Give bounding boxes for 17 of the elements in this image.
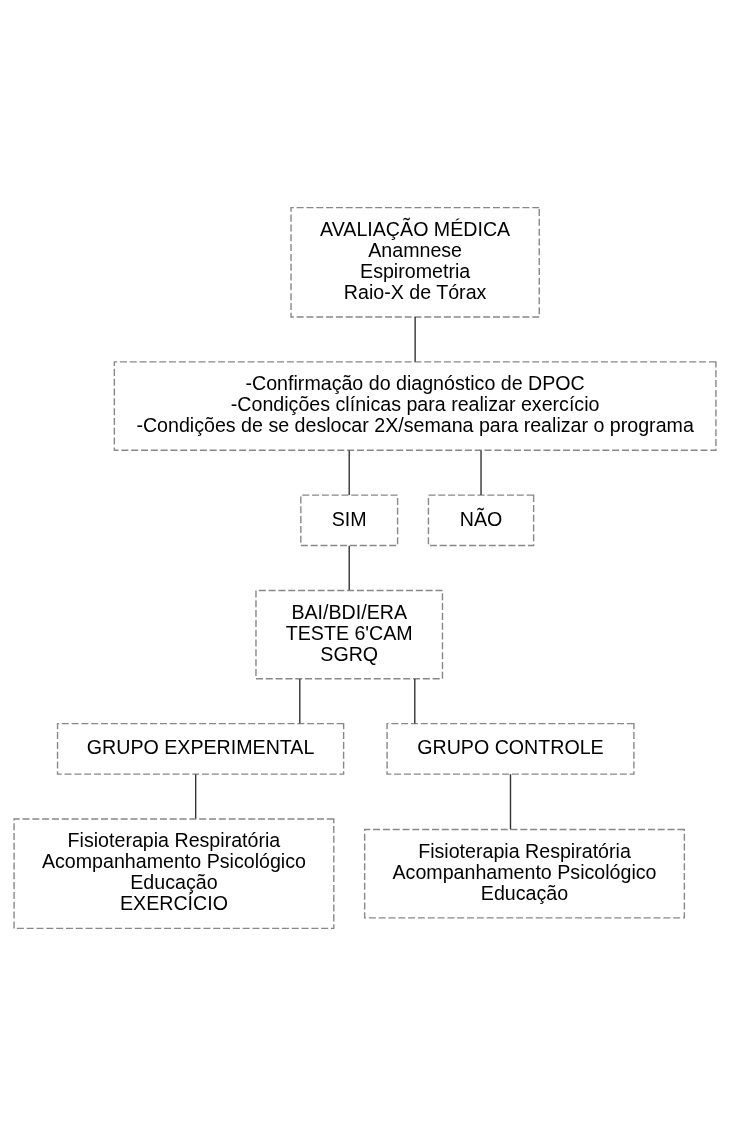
node-box: GRUPO EXPERIMENTAL <box>56 722 345 775</box>
connector <box>480 449 482 496</box>
node-box: BAI/BDI/ERA TESTE 6'CAM SGRQ <box>255 589 444 679</box>
node-box: -Confirmação do diagnóstico de DPOC -Condições clínicas para realizar exercício -Condições de se deslocar 2X/semana para realizar o programa <box>113 360 717 451</box>
connector <box>348 544 350 591</box>
connector <box>414 315 416 362</box>
node-box: SIM <box>300 493 399 546</box>
node-box: AVALIAÇÃO MÉDICA Anamnese Espirometria Raio-X de Tórax <box>290 206 540 318</box>
connector <box>414 677 416 724</box>
connector <box>194 772 197 819</box>
connector <box>509 772 512 830</box>
node-box: NÃO <box>427 493 535 546</box>
connector <box>348 449 350 496</box>
node-box: Fisioterapia Respiratória Acompanhamento Psicológico Educação EXERCÍCIO <box>13 817 335 929</box>
node-box: Fisioterapia Respiratória Acompanhamento Psicológico Educação <box>363 828 686 919</box>
connector <box>299 677 301 724</box>
node-box: GRUPO CONTROLE <box>386 722 635 775</box>
